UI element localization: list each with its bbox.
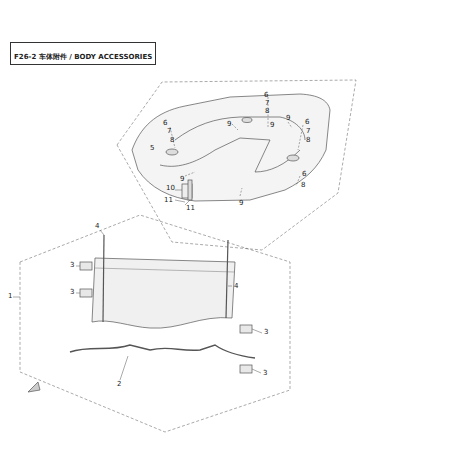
title-text: F26-2 车体附件 / BODY ACCESSORIES <box>14 53 152 61</box>
callout-number: 3 <box>70 289 74 296</box>
callout-number: 4 <box>234 283 238 290</box>
callout-number: 8 <box>301 182 305 189</box>
callout-number: 3 <box>263 370 267 377</box>
callout-number: 9 <box>227 121 231 128</box>
callout-number: 6 <box>302 171 306 178</box>
callout-number: 9 <box>180 176 184 183</box>
callout-number: 5 <box>150 145 154 152</box>
callout-number: 1 <box>8 293 12 300</box>
callout-number: 8 <box>265 108 269 115</box>
callout-number: 7 <box>167 128 171 135</box>
callout-number: 4 <box>95 223 99 230</box>
callout-number: 6 <box>163 120 167 127</box>
callout-number: 3 <box>264 329 268 336</box>
title-box: F26-2 车体附件 / BODY ACCESSORIES <box>10 42 156 65</box>
callout-number: 9 <box>270 122 274 129</box>
callout-number: 7 <box>265 100 269 107</box>
callout-number: 11 <box>164 197 173 204</box>
callout-number: 6 <box>264 92 268 99</box>
callout-number: 8 <box>170 137 174 144</box>
callout-number: 2 <box>117 381 121 388</box>
callout-number: 8 <box>306 137 310 144</box>
callout-number: 7 <box>306 128 310 135</box>
callout-number: 10 <box>166 185 175 192</box>
callout-number: 9 <box>286 115 290 122</box>
callout-number: 3 <box>70 262 74 269</box>
callout-number: 6 <box>305 119 309 126</box>
callout-number: 9 <box>239 200 243 207</box>
callout-number: 11 <box>186 205 195 212</box>
